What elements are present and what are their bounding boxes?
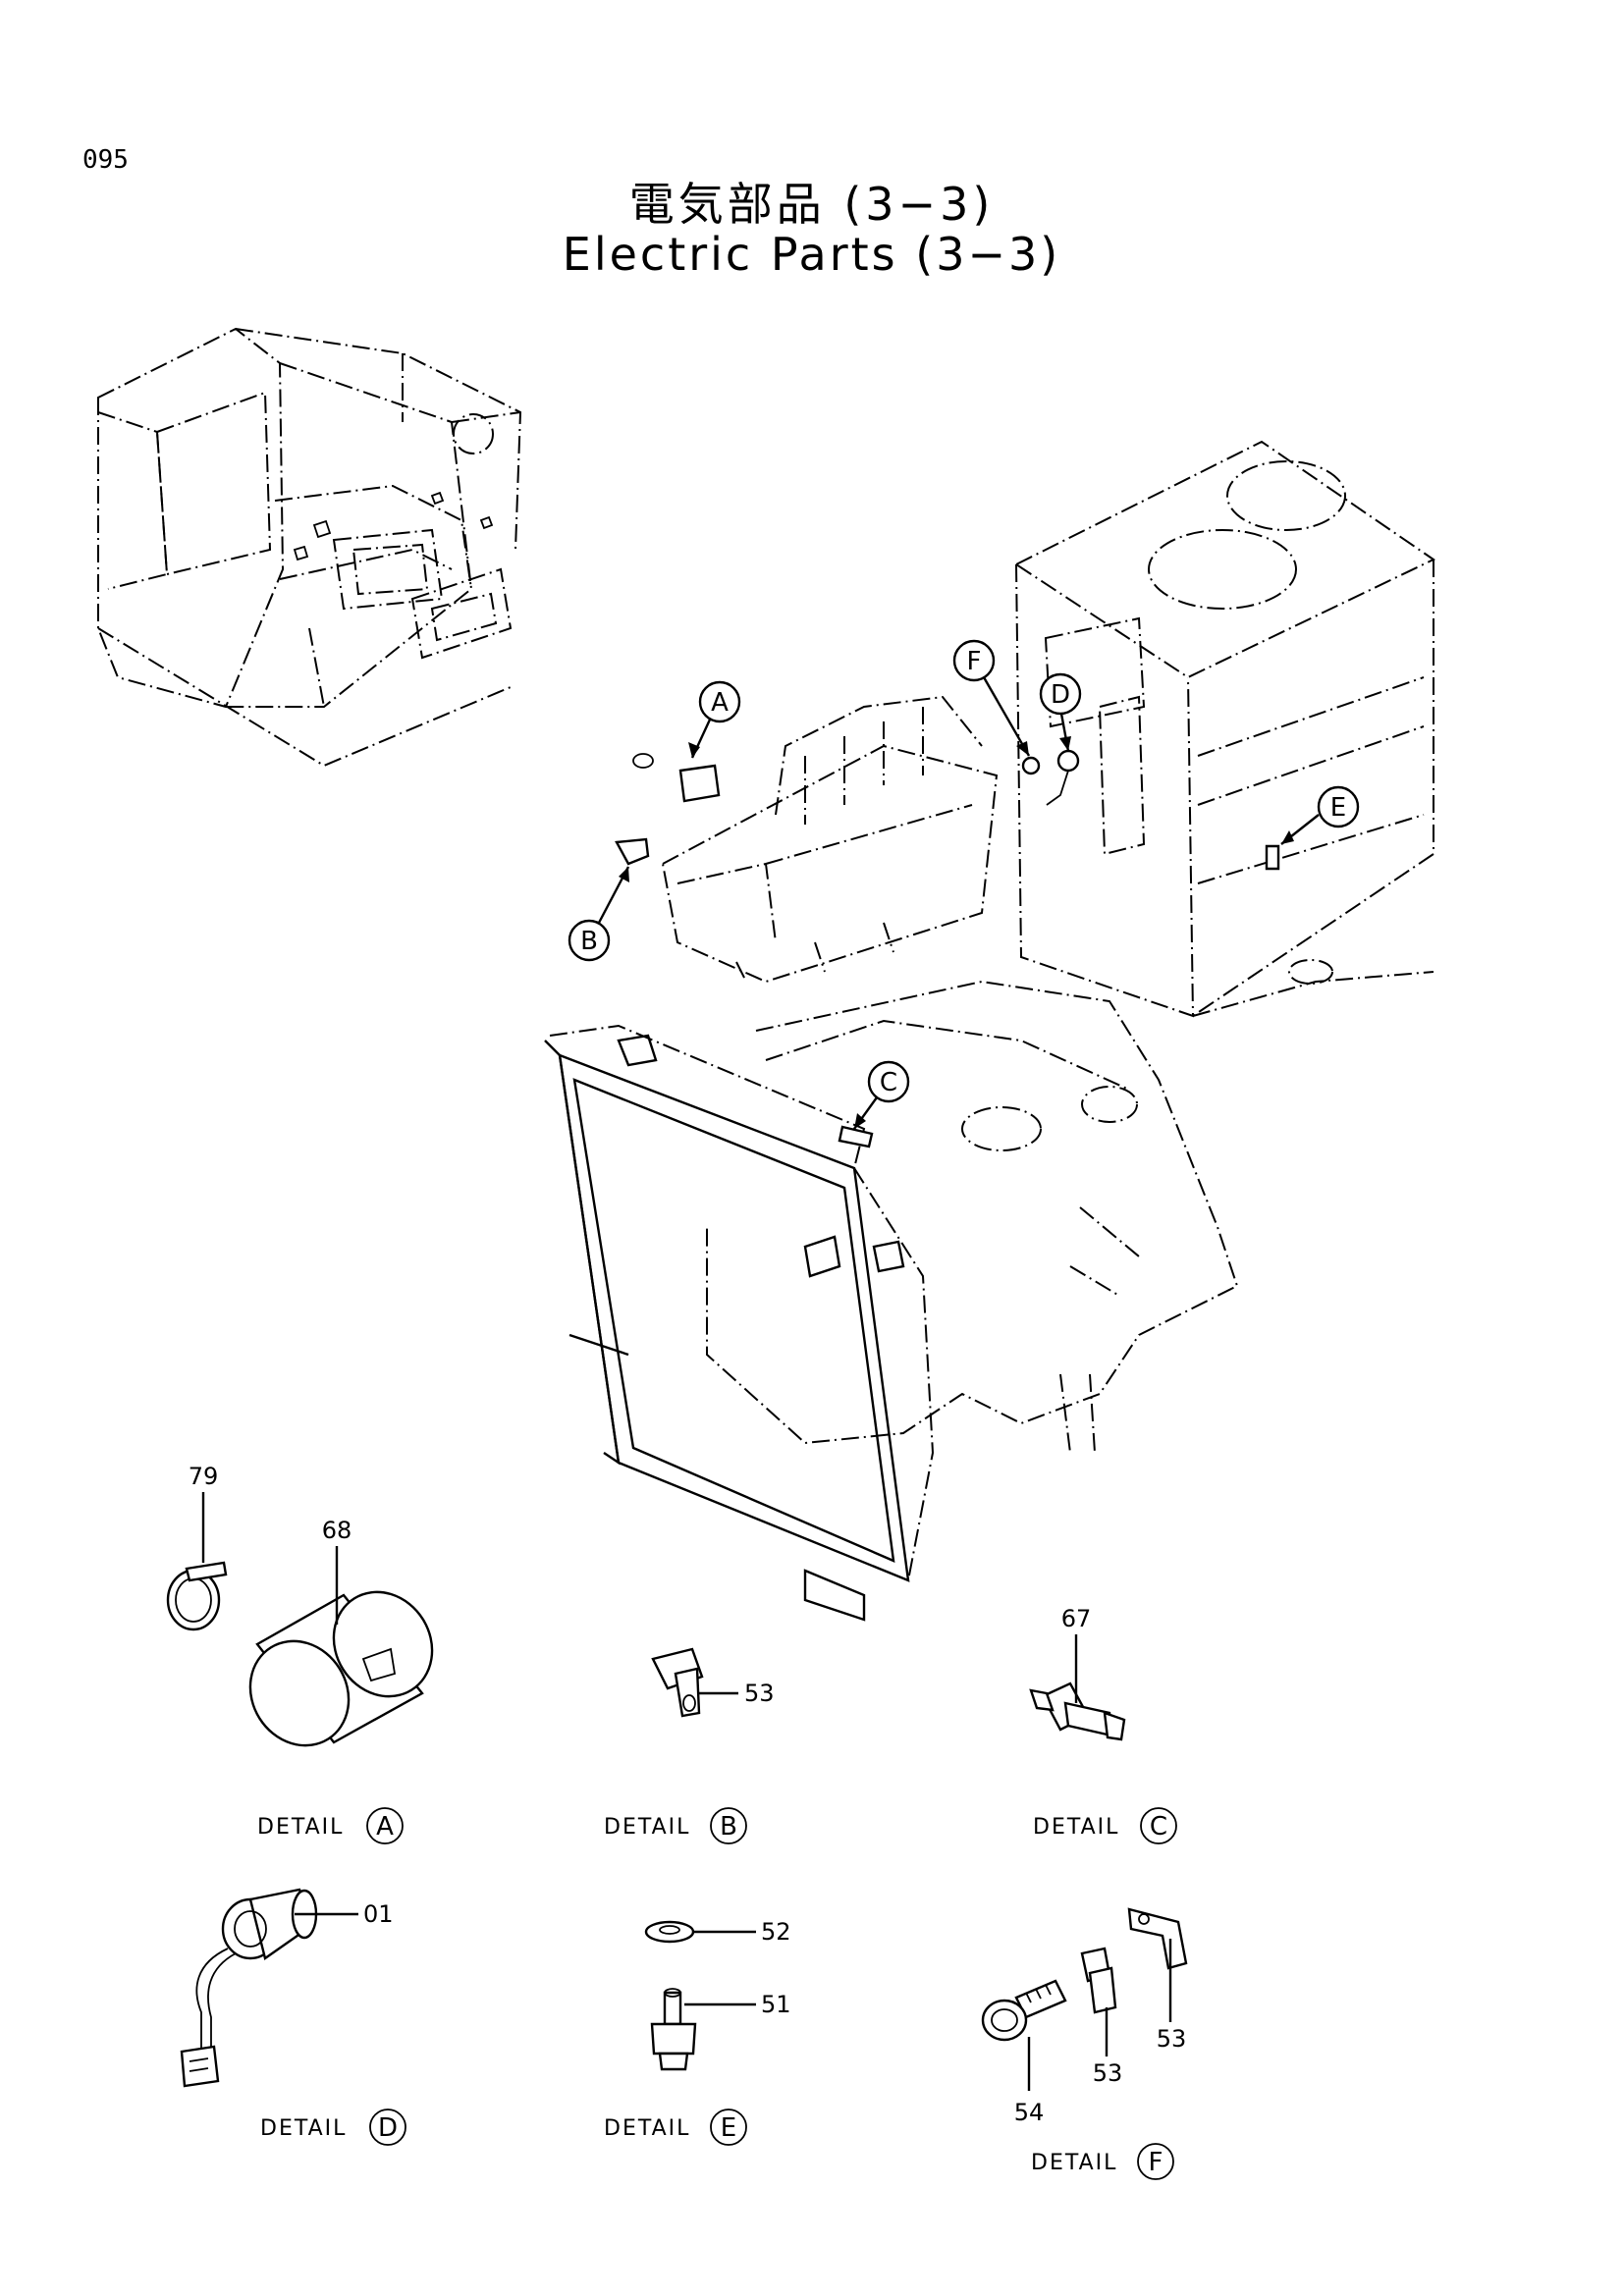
detail-d: 01 DETAIL D [180,1888,406,2146]
bolt-part [981,1979,1067,2042]
part-number-51: 51 [761,1991,791,2018]
pressure-switch-part [180,1888,318,2088]
marker-a[interactable]: A [688,680,741,759]
sleeve-part [248,1590,434,1747]
page-number: 095 [82,145,129,175]
temperature-sensor-part [1029,1682,1126,1741]
marker-parts-illustration [615,749,1280,1148]
part-number-53-b: 53 [744,1680,775,1707]
svg-text:B: B [580,927,598,956]
callout-markers: A B C D E F [568,639,1360,1130]
hydraulic-tank-illustration [1013,440,1435,1018]
excavator-body-illustration [97,327,522,768]
part-number-53-f-bracket: 53 [1157,2025,1187,2053]
detail-e: 52 51 DETAIL E [604,1918,791,2146]
control-valve-illustration [661,695,999,984]
detail-f-letter: F [1149,2148,1163,2177]
clip-part [651,1647,704,1718]
part-number-01: 01 [363,1900,394,1928]
page-title-english: Electric Parts (3−3) [562,228,1061,281]
bracket-part [1127,1907,1188,1970]
marker-d[interactable]: D [1039,672,1082,752]
svg-text:A: A [711,688,729,718]
marker-e[interactable]: E [1280,785,1360,845]
radiator-illustration [544,1024,935,1622]
svg-text:C: C [880,1068,897,1097]
detail-a: 79 68 DETAIL A [166,1463,434,1844]
detail-b-letter: B [720,1812,737,1842]
detail-d-letter: D [378,2113,398,2143]
marker-b[interactable]: B [568,866,630,962]
part-number-67: 67 [1061,1605,1092,1632]
detail-c-letter: C [1150,1812,1167,1842]
detail-b: 53 DETAIL B [604,1647,775,1844]
page-title-japanese: 電気部品 (3−3) [628,178,995,231]
detail-c-label: DETAIL [1033,1815,1119,1840]
level-sensor-part [650,1988,697,2071]
part-number-54: 54 [1014,2099,1045,2126]
detail-a-label: DETAIL [257,1815,344,1840]
detail-e-label: DETAIL [604,2116,690,2141]
detail-a-letter: A [376,1812,394,1842]
part-number-68: 68 [322,1517,352,1544]
hose-clamp-part [166,1561,228,1631]
clip-f-part [1080,1947,1117,2014]
part-number-52: 52 [761,1918,791,1946]
marker-f[interactable]: F [952,639,1031,757]
marker-c[interactable]: C [853,1060,910,1130]
detail-b-label: DETAIL [604,1815,690,1840]
detail-e-letter: E [721,2113,736,2143]
engine-illustration [706,980,1239,1454]
svg-text:E: E [1330,793,1346,823]
washer-part [644,1920,695,1944]
detail-f: 53 53 54 DETAIL F [981,1907,1188,2180]
detail-d-label: DETAIL [260,2116,347,2141]
detail-c: 67 DETAIL C [1029,1605,1177,1844]
svg-text:F: F [967,647,982,676]
svg-text:D: D [1051,680,1070,710]
part-number-53-f-clip: 53 [1093,2059,1123,2087]
part-number-79: 79 [189,1463,219,1490]
detail-f-label: DETAIL [1031,2151,1117,2175]
